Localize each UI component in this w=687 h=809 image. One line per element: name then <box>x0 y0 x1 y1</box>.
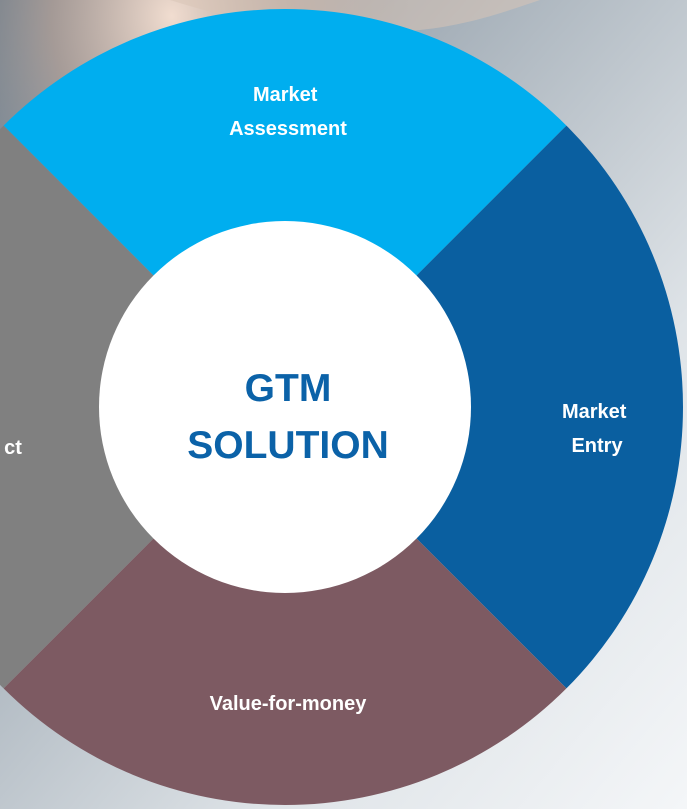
segment-value-for-money <box>3 537 567 806</box>
center-title-line1: GTM <box>245 367 332 410</box>
label-market-assessment-line1: Market <box>253 84 318 106</box>
label-left-partial: ct <box>4 437 22 459</box>
label-market-assessment-line2: Assessment <box>229 118 347 140</box>
segment-market-entry <box>415 125 684 689</box>
label-value-for-money: Value-for-money <box>210 693 368 715</box>
label-market-entry-line2: Entry <box>571 435 623 457</box>
segment-left-partial <box>0 125 155 689</box>
label-market-assessment: Market Assessment <box>229 84 347 140</box>
center-circle <box>99 221 471 593</box>
label-market-entry: Market Entry <box>562 401 632 457</box>
label-market-entry-line1: Market <box>562 401 627 423</box>
segment-market-assessment <box>3 8 567 277</box>
center-title-line2: SOLUTION <box>187 424 389 467</box>
